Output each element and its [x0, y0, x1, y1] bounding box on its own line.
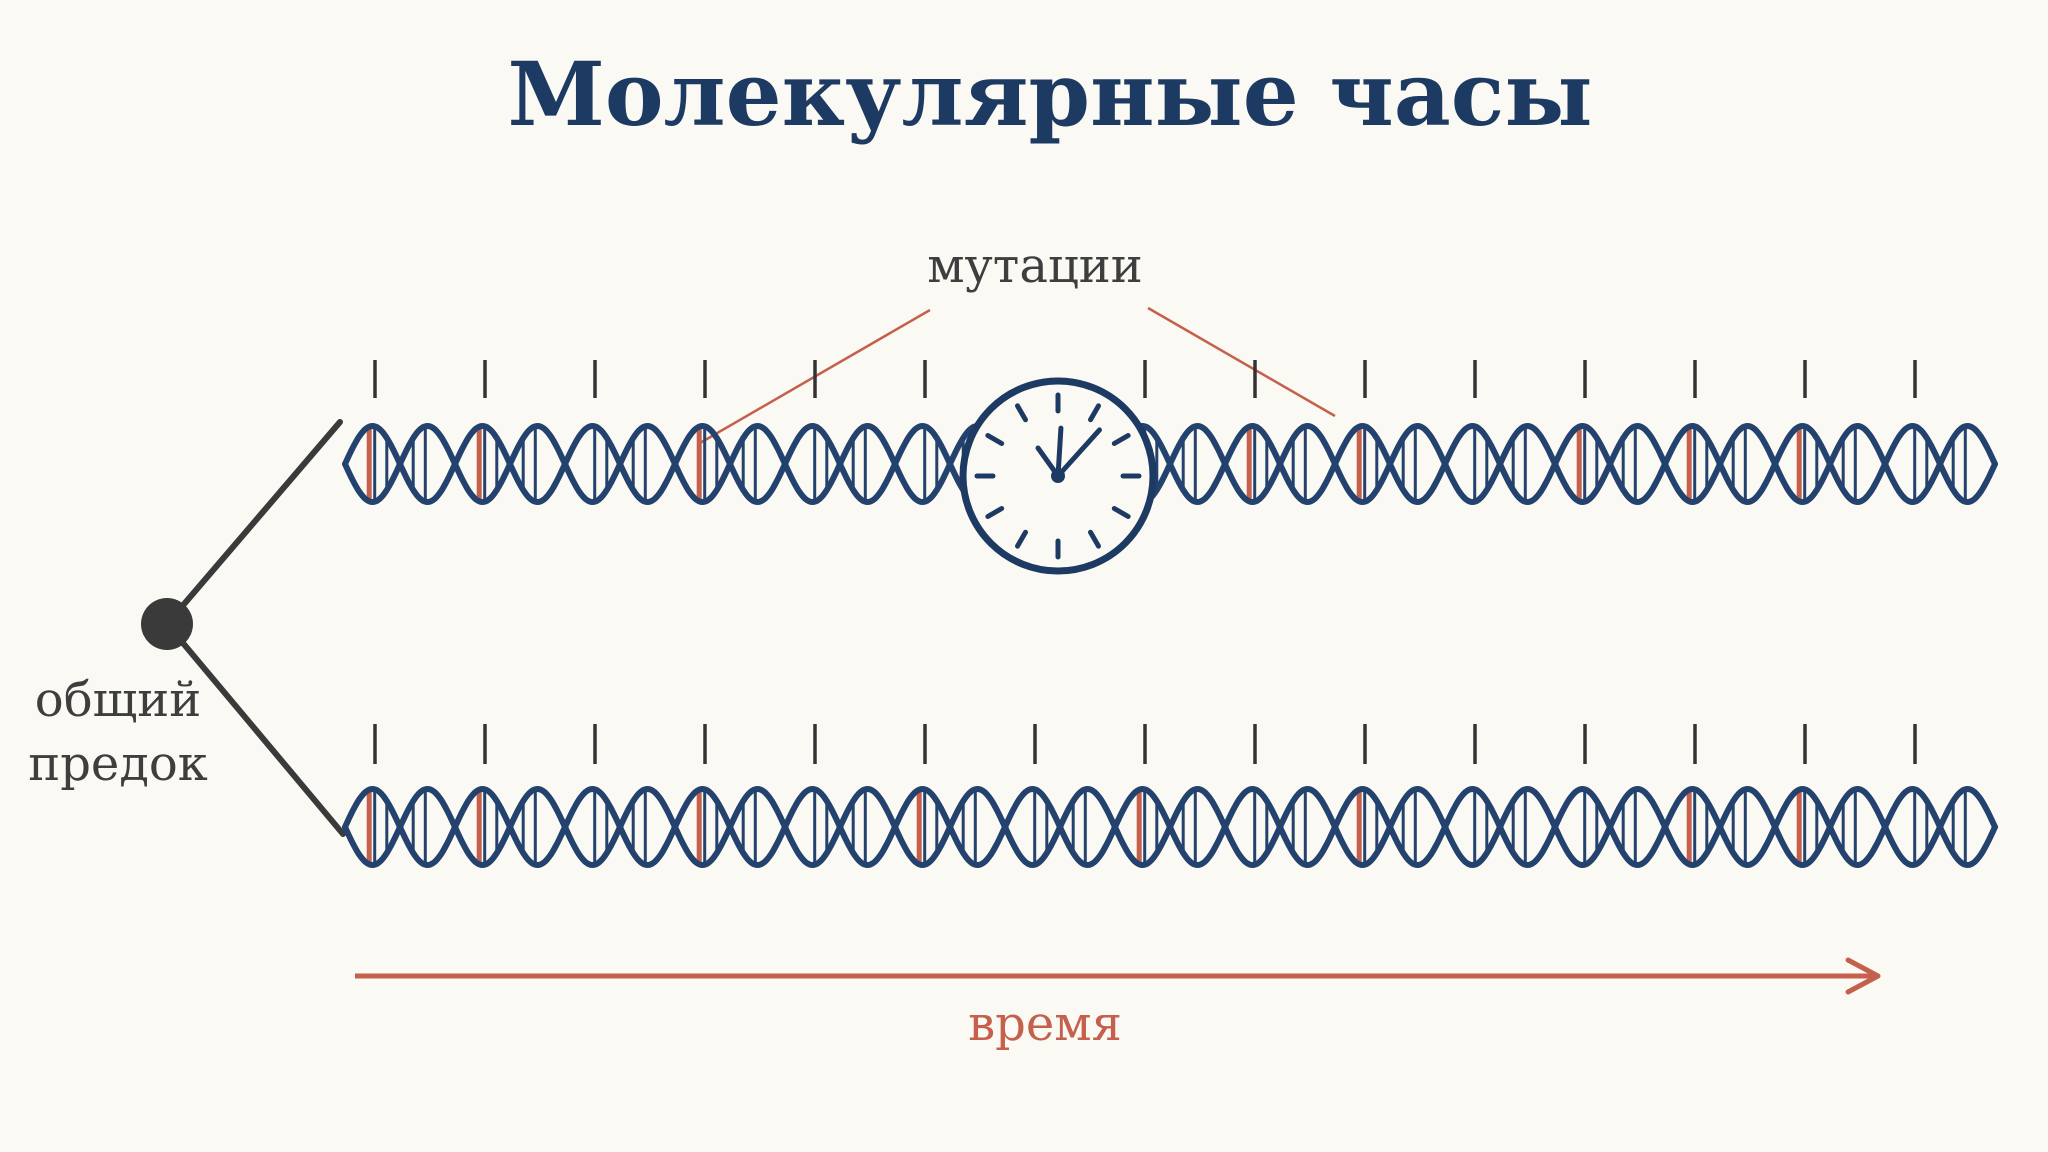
ancestor-node-icon [141, 598, 193, 650]
clock-hour-mark [1088, 529, 1101, 549]
clock-hour-mark [1015, 529, 1028, 549]
clock-hour-mark [985, 506, 1005, 519]
ancestor-label-line2: предок [28, 736, 208, 792]
clock-hour-mark [1111, 433, 1131, 446]
clock-hour-mark [1088, 403, 1101, 423]
dna-strand [342, 785, 1998, 869]
clock-center [1051, 469, 1065, 483]
clock-hour-mark [1015, 403, 1028, 423]
clock-icon [959, 377, 1157, 575]
clock-hour-mark [985, 433, 1005, 446]
arrow-right-icon [1845, 957, 1881, 995]
clock-hour-hand [1055, 425, 1064, 479]
mutation-callout-line-right [1147, 306, 1336, 418]
page-title: Молекулярные часы [507, 42, 1592, 146]
ancestor-label-line1: общий [35, 672, 201, 728]
dna-strand [1118, 422, 1998, 506]
dna-strand [342, 422, 1002, 506]
tree-branch-lower [164, 621, 346, 837]
mutations-label: мутации [927, 238, 1143, 294]
upper-lineage [342, 360, 1998, 506]
tree-branch-upper [164, 419, 343, 627]
clock-hour-mark [1111, 506, 1131, 519]
dna-strand [1118, 422, 1998, 506]
time-label: время [968, 996, 1122, 1052]
clock-minute-hand [1055, 427, 1102, 479]
lower-lineage [342, 724, 1998, 869]
